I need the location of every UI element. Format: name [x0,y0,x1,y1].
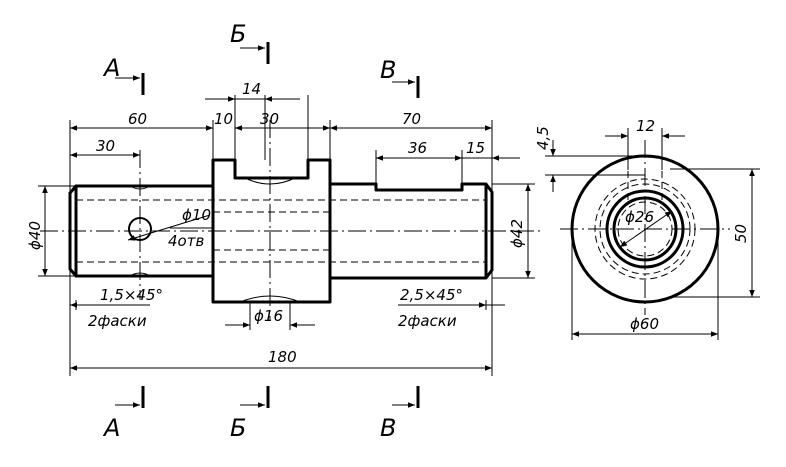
chamfer-right-count: 2фаски [398,312,457,330]
dim-30-left: 30 [96,137,115,155]
front-view-dimensions: 60 10 14 30 70 30 36 15 ϕ40 ϕ42 [26,80,535,376]
shaft-side-view [560,140,730,315]
dim-70: 70 [402,110,421,128]
section-b-top: Б [230,20,246,48]
dim-12: 12 [636,117,655,135]
dim-15: 15 [466,139,485,157]
dim-30-mid: 30 [260,110,279,128]
side-view-dimensions: 12 4,5 ϕ26 50 ϕ60 [534,117,760,340]
dim-phi10: ϕ10 [182,206,211,224]
dim-phi40: ϕ40 [26,221,44,250]
section-marks: А Б В А Б В [102,20,420,442]
section-b-bottom: Б [230,414,246,442]
section-a-top: А [102,54,120,82]
dim-4-5: 4,5 [534,126,552,150]
dim-60: 60 [128,110,147,128]
dim-10: 10 [214,110,233,128]
dim-phi60: ϕ60 [630,315,659,333]
chamfer-right: 2,5×45° [400,286,463,304]
chamfer-left: 1,5×45° [100,286,163,304]
dim-180: 180 [268,348,297,366]
dim-36: 36 [408,139,427,157]
chamfer-left-count: 2фаски [88,312,147,330]
dim-phi42: ϕ42 [508,219,526,248]
section-v-bottom: В [380,414,396,442]
dim-4-holes: 4отв [168,232,204,250]
left-shaft-outline [68,184,215,278]
section-a-bottom: А [102,414,120,442]
dim-50: 50 [732,224,750,243]
dim-phi26: ϕ26 [625,208,654,226]
dim-14: 14 [242,80,261,98]
dim-phi16: ϕ16 [254,307,283,325]
section-v-top: В [380,56,396,84]
